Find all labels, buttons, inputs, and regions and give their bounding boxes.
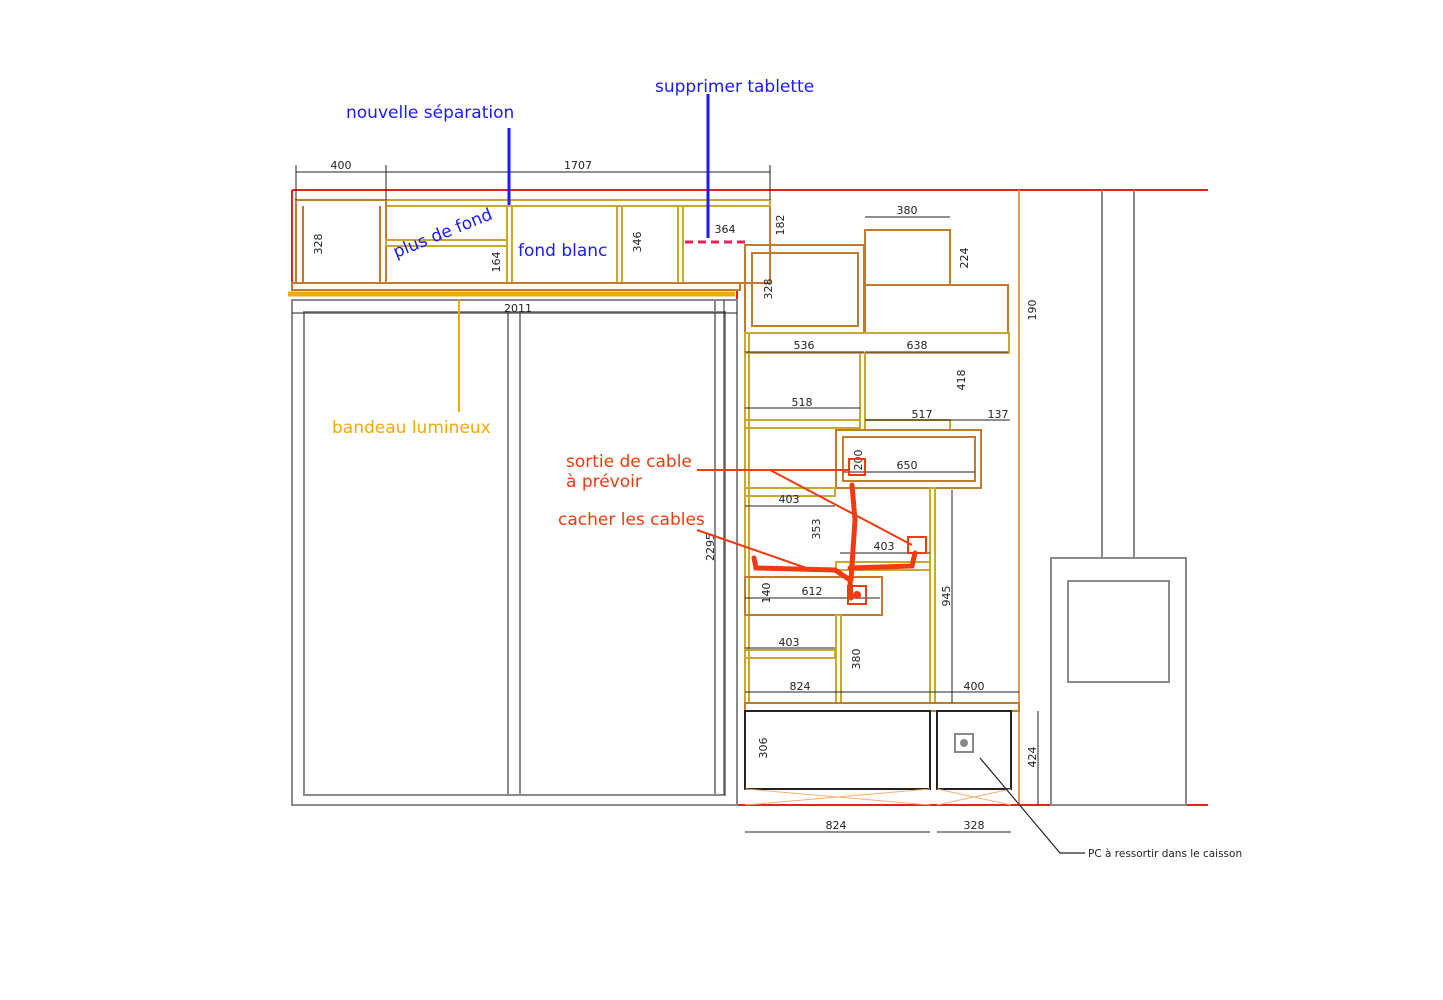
annotation-hide-cables: cacher les cables — [558, 510, 705, 530]
annotation-no-back: plus de fond — [390, 205, 495, 263]
pc-note: PC à ressortir dans le caisson — [1088, 848, 1242, 860]
annotation-remove-shelf: supprimer tablette — [655, 77, 814, 97]
dim-label: 400 — [331, 159, 352, 172]
dim-label: 380 — [850, 649, 863, 670]
dim-label: 650 — [897, 459, 918, 472]
stove — [1050, 190, 1187, 806]
dim-label: 424 — [1026, 747, 1039, 768]
annotation-cable-outlet-2: à prévoir — [566, 472, 642, 492]
dim-label: 328 — [964, 819, 985, 832]
dim-label: 403 — [779, 636, 800, 649]
dim-label: 403 — [874, 540, 895, 553]
dimension-lines — [292, 165, 1039, 833]
shelving-unit — [744, 229, 1020, 806]
dim-label: 2011 — [504, 302, 532, 315]
top-cabinet — [291, 199, 771, 291]
annotation-cable-outlet: sortie de cable — [566, 452, 692, 472]
dim-label: 182 — [774, 215, 787, 236]
pc-note-leader — [979, 757, 1085, 854]
dim-label: 638 — [907, 339, 928, 352]
sliding-door — [291, 299, 738, 806]
dim-label: 517 — [912, 408, 933, 421]
annotation-light-strip: bandeau lumineux — [332, 418, 491, 438]
dim-label: 400 — [964, 680, 985, 693]
dim-label: 164 — [490, 252, 503, 273]
dim-label: 328 — [312, 234, 325, 255]
dim-label: 380 — [897, 204, 918, 217]
dim-label: 418 — [955, 370, 968, 391]
dim-label: 353 — [810, 519, 823, 540]
dim-label: 190 — [1026, 300, 1039, 321]
dim-label: 224 — [958, 248, 971, 269]
dim-label: 137 — [988, 408, 1009, 421]
dim-label: 518 — [792, 396, 813, 409]
dim-label: 536 — [794, 339, 815, 352]
dim-label: 306 — [757, 738, 770, 759]
dim-label: 328 — [762, 279, 775, 300]
dimension-labels: 400 1707 328 346 164 364 182 2011 380 22… — [312, 159, 1039, 832]
annotation-new-separation: nouvelle séparation — [346, 103, 514, 123]
pc-socket-icon — [954, 733, 974, 753]
dim-label: 824 — [790, 680, 811, 693]
dim-label: 612 — [802, 585, 823, 598]
dim-label: 364 — [715, 223, 736, 236]
dim-label: 945 — [940, 586, 953, 607]
dim-label: 824 — [826, 819, 847, 832]
cable-annotations: sortie de cable à prévoir cacher les cab… — [558, 452, 927, 605]
dim-label: 2295 — [704, 533, 717, 561]
dim-label: 346 — [631, 232, 644, 253]
annotation-white-back: fond blanc — [518, 241, 607, 261]
dim-label: 1707 — [564, 159, 592, 172]
dim-label: 403 — [779, 493, 800, 506]
dim-label: 140 — [760, 583, 773, 604]
